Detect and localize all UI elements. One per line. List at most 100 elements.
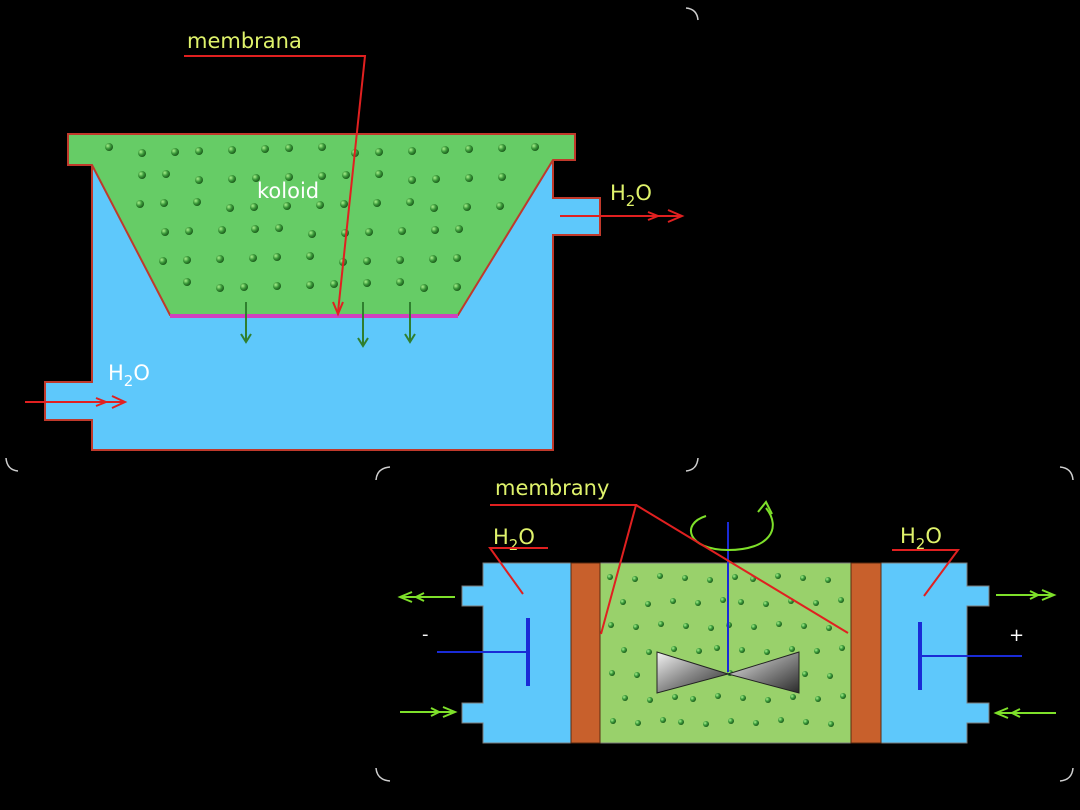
colloid-particle xyxy=(420,284,428,292)
colloid-particle xyxy=(814,648,820,654)
outflow-arrow-right xyxy=(996,589,1057,601)
colloid-particle xyxy=(138,171,146,179)
colloid-particle xyxy=(240,283,248,291)
colloid-particle xyxy=(465,145,473,153)
colloid-particle xyxy=(463,203,471,211)
colloid-particle xyxy=(683,623,689,629)
colloid-particle xyxy=(740,695,746,701)
colloid-particle xyxy=(363,279,371,287)
colloid-particle xyxy=(408,176,416,184)
inflow-arrow-right xyxy=(993,707,1056,719)
anode-chamber xyxy=(880,562,990,744)
colloid-particle xyxy=(330,280,338,288)
colloid-particle xyxy=(398,227,406,235)
colloid-particle xyxy=(373,199,381,207)
colloid-particle xyxy=(657,573,663,579)
colloid-particle xyxy=(672,694,678,700)
left-water-label: H2O xyxy=(493,525,535,554)
colloid-particle xyxy=(396,256,404,264)
colloid-particle xyxy=(216,255,224,263)
colloid-particle xyxy=(739,647,745,653)
colloid-particle xyxy=(825,577,831,583)
colloid-particle xyxy=(715,693,721,699)
colloid-particle xyxy=(658,621,664,627)
colloid-particle xyxy=(138,149,146,157)
diffusion-arrow xyxy=(357,302,369,348)
colloid-particle xyxy=(275,224,283,232)
colloid-particle xyxy=(308,230,316,238)
colloid-particle xyxy=(840,693,846,699)
water-outlet-label: H2O xyxy=(610,181,652,210)
water-inlet-arrow xyxy=(25,395,128,409)
anode-sign: + xyxy=(1009,625,1024,646)
colloid-particle xyxy=(764,649,770,655)
colloid-particle xyxy=(720,597,726,603)
colloid-particle xyxy=(753,720,759,726)
colloid-particle xyxy=(441,146,449,154)
colloid-particles xyxy=(105,143,539,292)
colloid-particle xyxy=(365,228,373,236)
colloid-particle xyxy=(341,229,349,237)
colloid-particle xyxy=(765,697,771,703)
colloid-particle xyxy=(285,173,293,181)
colloid-particle xyxy=(273,253,281,261)
colloid-particle xyxy=(690,696,696,702)
colloid-particle xyxy=(465,174,473,182)
colloid-particle xyxy=(803,719,809,725)
colloid-particle xyxy=(732,574,738,580)
colloid-particle xyxy=(105,143,113,151)
colloid-particle xyxy=(195,147,203,155)
colloid-particle xyxy=(607,574,613,580)
colloid-particle xyxy=(406,198,414,206)
colloid-particle xyxy=(316,201,324,209)
colloid-particle xyxy=(159,257,167,265)
colloid-particle xyxy=(776,621,782,627)
colloid-particle xyxy=(408,147,416,155)
colloid-particle xyxy=(622,695,628,701)
colloid-particle xyxy=(431,226,439,234)
colloid-particle xyxy=(815,696,821,702)
colloid-particle xyxy=(671,646,677,652)
colloid-particle xyxy=(678,719,684,725)
cathode-sign: - xyxy=(422,624,429,645)
colloid-particle xyxy=(714,645,720,651)
colloid-particle xyxy=(318,143,326,151)
colloid-particle xyxy=(250,203,258,211)
colloid-particle xyxy=(162,170,170,178)
colloid-particle xyxy=(283,202,291,210)
colloid-particle xyxy=(375,170,383,178)
colloid-particle xyxy=(498,144,506,152)
water-outlet-arrow xyxy=(560,209,685,223)
colloid-particle xyxy=(633,624,639,630)
bottom-electrodialysis-cell: - + membrany H2O H2O xyxy=(397,476,1057,744)
colloid-particle xyxy=(708,625,714,631)
colloid-particle xyxy=(610,718,616,724)
right-water-label: H2O xyxy=(900,524,942,553)
membrane-pointer xyxy=(184,55,367,313)
colloid-particle xyxy=(608,622,614,628)
panel-corners xyxy=(5,7,1074,782)
colloid-particle xyxy=(375,148,383,156)
colloid-particle xyxy=(632,576,638,582)
colloid-particle xyxy=(609,670,615,676)
membrane-label: membrana xyxy=(187,29,302,53)
colloid-particle xyxy=(800,575,806,581)
membrane-pointer-head xyxy=(332,301,344,317)
colloid-particle xyxy=(827,673,833,679)
colloid-particle xyxy=(621,647,627,653)
colloid-particle xyxy=(707,577,713,583)
colloid-particle xyxy=(634,672,640,678)
colloid-particle xyxy=(195,176,203,184)
colloid-particle xyxy=(216,284,224,292)
colloid-particle xyxy=(660,717,666,723)
colloid-particle xyxy=(251,225,259,233)
left-membrane xyxy=(570,562,601,744)
colloid-particle xyxy=(789,646,795,652)
colloid-particle xyxy=(455,225,463,233)
water-inlet-label: H2O xyxy=(108,361,150,390)
colloid-particle xyxy=(839,645,845,651)
right-water-pointer xyxy=(892,549,960,597)
colloid-particle xyxy=(161,228,169,236)
colloid-particle xyxy=(778,717,784,723)
